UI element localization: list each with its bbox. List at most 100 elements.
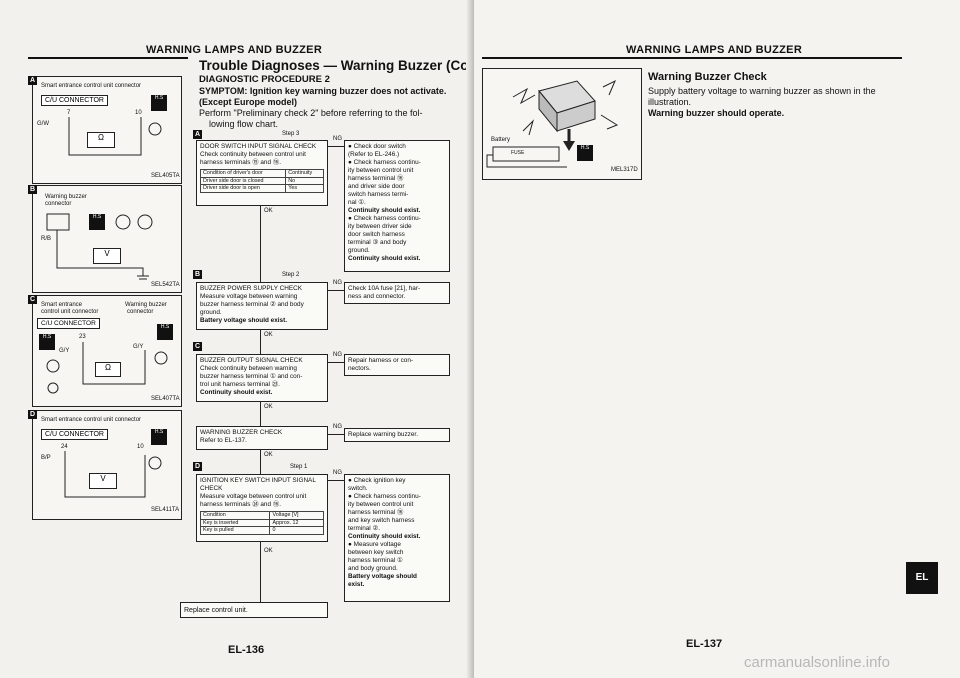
step-tag: A [193,130,202,139]
step-tag: D [193,462,202,471]
table-cell: Voltage [V] [269,511,324,520]
box-line: ity between control unit [348,501,414,508]
diagram-code: SEL407TA [151,396,180,402]
diagram-tag: C [28,295,37,304]
box-line: switch. [348,485,368,492]
symptom-line-1: SYMPTOM: Ignition key warning buzzer doe… [199,86,447,96]
page-number: EL-137 [686,638,723,650]
box-line: door switch harness [348,231,405,238]
box-line: nectors. [348,365,371,372]
wire-color-label: B/P [41,455,51,461]
ng-arrow [328,434,344,435]
box-bold-line: Battery voltage should [348,573,417,580]
box-line: ● Measure voltage [348,541,401,548]
box-line: ground. [348,247,370,254]
ng-arrow [328,290,344,291]
flow-connector [260,402,261,426]
flow-step1-ng-box: ● Check ignition key switch. ● Check har… [344,474,450,602]
diagram-title: Smart entrance control unit connector [41,83,142,89]
box-bold-line: Battery voltage should exist. [200,317,288,324]
watermark: carmanualsonline.info [744,654,890,671]
page-el-136: WARNING LAMPS AND BUZZER Trouble Diagnos… [0,0,474,678]
box-bold-line: Continuity should exist. [348,255,421,262]
connector-label: C/U CONNECTOR [41,95,108,106]
flow-connector [260,450,261,478]
section-tab-el[interactable]: EL [906,562,938,594]
hs-connector-icon: H.S [157,324,173,340]
box-line: buzzer harness terminal ② and body [200,301,304,308]
box-line: ● Check harness continu- [348,493,421,500]
table-cell: 0 [269,526,324,535]
perform-line-2: lowing flow chart. [209,119,279,129]
table-cell: Driver side door is closed [199,176,287,186]
diagram-code: SEL542TA [151,282,180,288]
body-bold: Warning buzzer should operate. [648,108,785,118]
procedure-subtitle: DIAGNOSTIC PROCEDURE 2 [199,74,330,85]
ok-label: OK [264,548,273,554]
hs-connector-icon: H.S [577,145,593,161]
diagram-title: connector [127,309,154,315]
box-line: ● Check ignition key [348,477,406,484]
box-line: harness terminal ⑯ [348,509,404,516]
header-rule [482,57,902,59]
flow-step3-box: DOOR SWITCH INPUT SIGNAL CHECK Check con… [196,140,328,206]
probe-wires [64,451,162,498]
box-bold-line: exist. [348,581,365,588]
wire-color-label: G/Y [59,348,70,354]
flow-wbcheck-box: WARNING BUZZER CHECK Refer to EL-137. [196,426,328,450]
box-line: buzzer harness terminal ① and con- [200,373,303,380]
table-cell: Key is pulled [199,526,271,535]
ok-label: OK [264,404,273,410]
box-line: harness terminals ⑮ and ⑯. [200,159,281,166]
ng-label: NG [333,470,342,476]
box-line: Repair harness or con- [348,357,414,364]
diagram-code: SEL405TA [151,173,180,179]
box-line: Check continuity between control unit [200,151,306,158]
connector-label: C/U CONNECTOR [41,429,108,440]
diagram-title: Warning buzzer [125,302,167,308]
buzzer-illustration-drawing [486,79,619,168]
ng-arrow [328,146,344,147]
ok-label: OK [264,208,273,214]
box-line: ground. [200,309,222,316]
page-el-137: WARNING LAMPS AND BUZZER Battery FUSE H.… [474,0,960,678]
table-cell: Driver side door is open [199,184,287,193]
diagram-title: Smart entrance control unit connector [41,417,142,423]
flow-output-box: BUZZER OUTPUT SIGNAL CHECK Check continu… [196,354,328,402]
ng-arrow [328,362,344,363]
table-cell: Key is inserted [199,518,271,528]
ng-label: NG [333,280,342,286]
section-title: Warning Buzzer Check [648,71,767,83]
diagram-title: control unit connector [41,309,99,315]
box-line: and body ground. [348,565,398,572]
page-header: WARNING LAMPS AND BUZZER [626,44,803,56]
diagram-tag: D [28,410,37,419]
box-line: WARNING BUZZER CHECK [200,429,283,436]
box-bold-line: Continuity should exist. [200,389,273,396]
page-number: EL-136 [228,644,265,656]
box-line: BUZZER OUTPUT SIGNAL CHECK [200,357,303,364]
box-line: ity between control unit [348,167,414,174]
wire-color-label: R/B [41,236,52,242]
box-line: and key switch harness [348,517,415,524]
buzzer-check-illustration: Battery FUSE H.S MEL317D [482,68,642,180]
diagram-tag: A [28,76,37,85]
flow-step2-box: BUZZER POWER SUPPLY CHECK Measure voltag… [196,282,328,330]
box-line: Refer to EL-137. [200,437,247,444]
connector-label: C/U CONNECTOR [37,318,100,329]
box-line: IGNITION KEY SWITCH INPUT SIGNAL [200,477,316,484]
fuse-label: FUSE [511,150,525,156]
table-cell: Condition [199,511,271,520]
box-line: ity between driver side [348,223,412,230]
body-line-1: Supply battery voltage to warning buzzer… [648,86,876,96]
box-line: ness and connector. [348,293,406,300]
probe-wires [68,117,162,156]
page-title: Trouble Diagnoses — Warning Buzzer (Cont… [199,58,474,73]
flow-connector [260,206,261,282]
box-line: switch harness termi- [348,191,409,198]
box-line: trol unit harness terminal ㉓. [200,381,280,388]
pin-label: 10 [135,110,142,116]
box-line: between key switch [348,549,404,556]
pin-label: 7 [67,110,71,116]
